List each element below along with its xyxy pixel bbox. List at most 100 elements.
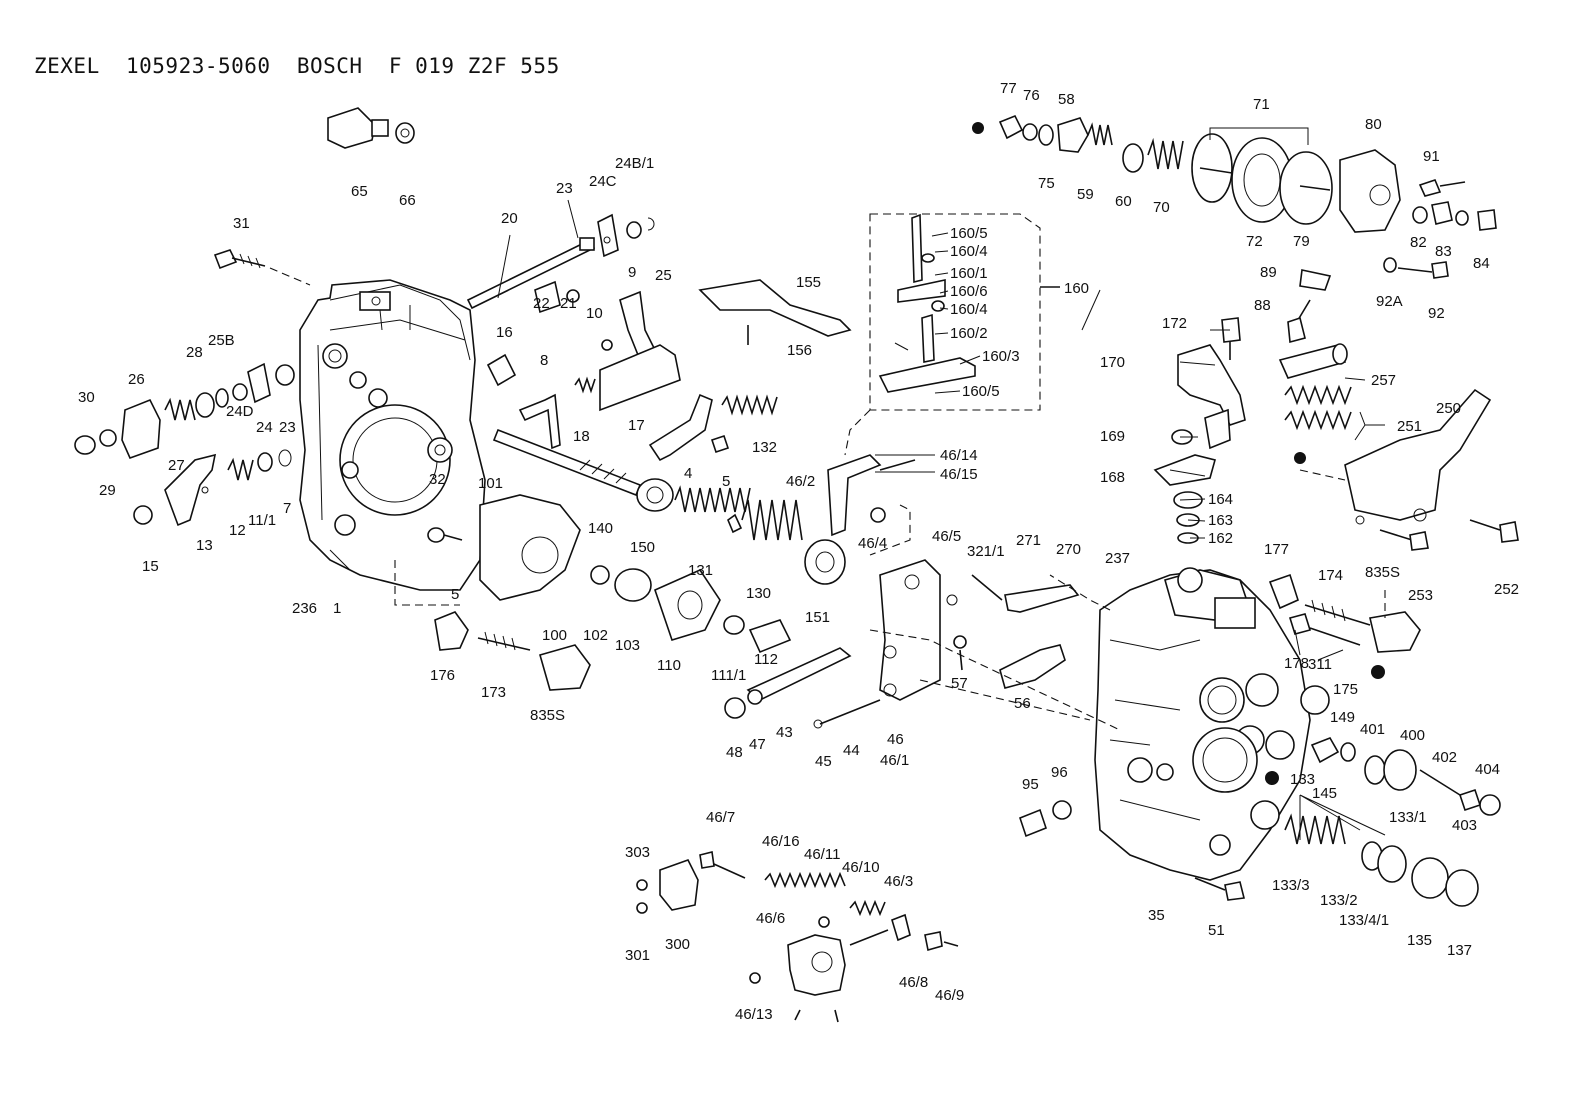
label-835s-b: 835S — [1365, 564, 1400, 581]
label-160-6: 160/6 — [950, 283, 988, 300]
governor-shaft-assembly — [479, 428, 881, 729]
label-140: 140 — [588, 520, 613, 537]
label-17: 17 — [628, 417, 645, 434]
label-1: 1 — [333, 600, 341, 617]
label-173: 173 — [481, 684, 506, 701]
label-46-3: 46/3 — [884, 873, 913, 890]
label-130: 130 — [746, 585, 771, 602]
bottom-left-parts — [427, 513, 743, 691]
label-175: 175 — [1333, 681, 1358, 698]
label-29: 29 — [99, 482, 116, 499]
label-236: 236 — [292, 600, 317, 617]
label-156: 156 — [787, 342, 812, 359]
label-402: 402 — [1432, 749, 1457, 766]
screw-31 — [213, 249, 266, 270]
label-103: 103 — [615, 637, 640, 654]
label-160-5b: 160/5 — [962, 383, 1000, 400]
label-25b: 25B — [208, 332, 235, 349]
label-112: 112 — [754, 651, 778, 668]
label-133-4-1: 133/4/1 — [1339, 912, 1389, 929]
label-57: 57 — [951, 675, 968, 692]
label-24: 24 — [256, 419, 273, 436]
label-160-2: 160/2 — [950, 325, 988, 342]
label-23b: 23 — [279, 419, 296, 436]
label-100: 100 — [542, 627, 567, 644]
label-88: 88 — [1254, 297, 1271, 314]
label-133: 133 — [1290, 771, 1315, 788]
label-46-13: 46/13 — [735, 1006, 773, 1023]
label-28: 28 — [186, 344, 203, 361]
pump-housing-right — [1094, 567, 1311, 881]
label-43: 43 — [776, 724, 793, 741]
label-10: 10 — [586, 305, 603, 322]
label-9: 9 — [628, 264, 636, 281]
label-11-1: 11/1 — [248, 512, 276, 529]
label-170: 170 — [1100, 354, 1125, 371]
label-44: 44 — [843, 742, 860, 759]
label-300: 300 — [665, 936, 690, 953]
label-35: 35 — [1148, 907, 1165, 924]
label-76: 76 — [1023, 87, 1040, 104]
label-75: 75 — [1038, 175, 1055, 192]
label-71: 71 — [1253, 96, 1270, 113]
label-59: 59 — [1077, 186, 1094, 203]
leader-lines — [497, 199, 1386, 840]
label-400: 400 — [1400, 727, 1425, 744]
label-149: 149 — [1330, 709, 1355, 726]
label-162: 162 — [1208, 530, 1233, 547]
spring-131 — [674, 485, 751, 513]
label-303: 303 — [625, 844, 650, 861]
label-23: 23 — [556, 180, 573, 197]
label-60: 60 — [1115, 193, 1132, 210]
label-102: 102 — [583, 627, 608, 644]
label-46-8: 46/8 — [899, 974, 928, 991]
label-72: 72 — [1246, 233, 1263, 250]
label-92: 92 — [1428, 305, 1445, 322]
label-21: 21 — [560, 295, 577, 312]
right-lever-assembly — [1153, 317, 1519, 551]
label-168: 168 — [1100, 469, 1125, 486]
diaphragm-assembly — [972, 114, 1497, 344]
assembly-160-box — [844, 213, 1060, 456]
label-12: 12 — [229, 522, 246, 539]
label-835s-a: 835S — [530, 707, 565, 724]
bottom-center-assembly — [636, 851, 959, 1023]
label-46-16: 46/16 — [762, 833, 800, 850]
label-150: 150 — [630, 539, 655, 556]
label-257: 257 — [1371, 372, 1396, 389]
label-46-2: 46/2 — [786, 473, 815, 490]
label-80: 80 — [1365, 116, 1382, 133]
label-46-9: 46/9 — [935, 987, 964, 1004]
label-46-6: 46/6 — [756, 910, 785, 927]
label-252: 252 — [1494, 581, 1519, 598]
label-177: 177 — [1264, 541, 1289, 558]
label-46: 46 — [887, 731, 904, 748]
label-270: 270 — [1056, 541, 1081, 558]
label-145: 145 — [1312, 785, 1337, 802]
left-side-small-parts — [74, 362, 295, 527]
part-labels: 65 66 31 20 23 24C 24B/1 25 9 10 22 21 1… — [78, 80, 1519, 1023]
label-176: 176 — [430, 667, 455, 684]
label-25: 25 — [655, 267, 672, 284]
label-133-1: 133/1 — [1389, 809, 1427, 826]
label-24d: 24D — [226, 403, 254, 420]
label-65: 65 — [351, 183, 368, 200]
label-164: 164 — [1208, 491, 1233, 508]
label-160: 160 — [1064, 280, 1089, 297]
label-82: 82 — [1410, 234, 1427, 251]
label-401: 401 — [1360, 721, 1385, 738]
label-27: 27 — [168, 457, 185, 474]
label-178: 178 — [1284, 655, 1309, 672]
label-160-4b: 160/4 — [950, 301, 988, 318]
label-301: 301 — [625, 947, 650, 964]
label-20: 20 — [501, 210, 518, 227]
label-30: 30 — [78, 389, 95, 406]
label-15: 15 — [142, 558, 159, 575]
label-31: 31 — [233, 215, 250, 232]
label-160-3: 160/3 — [982, 348, 1020, 365]
label-135: 135 — [1407, 932, 1432, 949]
label-46-10: 46/10 — [842, 859, 880, 876]
label-311: 311 — [1308, 656, 1332, 673]
label-163: 163 — [1208, 512, 1233, 529]
governor-lever-parts — [486, 213, 681, 450]
